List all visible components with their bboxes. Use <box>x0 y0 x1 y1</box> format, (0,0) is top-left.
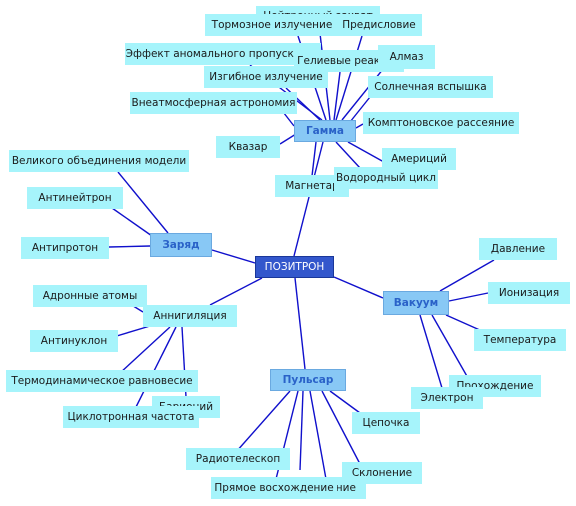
node-extra-atmospheric-astronomy[interactable]: Внеатмосферная астрономия <box>130 92 297 114</box>
edge-gamma-to-quasar <box>279 133 297 145</box>
node-hadronic-atoms[interactable]: Адронные атомы <box>33 285 147 307</box>
node-thermodynamic-equilibrium[interactable]: Термодинамическое равновесие <box>6 370 198 392</box>
edge-pulsar-to-declination <box>321 390 361 465</box>
edge-gamma-to-americium <box>347 141 385 163</box>
node-curvature-radiation[interactable]: Изгибное излучение <box>204 66 328 88</box>
node-pressure[interactable]: Давление <box>479 238 557 260</box>
node-antinucleon[interactable]: Антинуклон <box>30 330 118 352</box>
edge-root-to-pulsar <box>294 277 306 370</box>
edge-root-to-vacuum <box>333 276 384 299</box>
edge-gamma-to-helium <box>333 71 341 121</box>
edge-gamma-to-compton <box>355 123 364 129</box>
node-right-ascension[interactable]: Прямое восхождение <box>211 477 337 499</box>
edge-pulsar-mid-edge <box>299 390 304 471</box>
edge-gamma-to-magnetar <box>311 141 317 177</box>
node-preface[interactable]: Предисловие <box>336 14 422 36</box>
hub-gamma[interactable]: Гамма <box>294 120 356 142</box>
root-node-positron[interactable]: ПОЗИТРОН <box>255 256 334 278</box>
node-compton-scattering[interactable]: Комптоновское рассеяние <box>363 112 519 134</box>
hub-vacuum[interactable]: Вакуум <box>383 291 449 315</box>
edge-charge-to-antiproton <box>108 245 151 248</box>
node-antineutron[interactable]: Антинейтрон <box>27 187 123 209</box>
node-radio-telescope[interactable]: Радиотелескоп <box>186 448 290 470</box>
hub-pulsar[interactable]: Пульсар <box>270 369 346 391</box>
node-quasar[interactable]: Квазар <box>216 136 280 158</box>
node-electron[interactable]: Электрон <box>411 387 483 409</box>
edge-root-to-charge <box>211 249 256 264</box>
node-americium[interactable]: Америций <box>382 148 456 170</box>
edge-vacuum-to-transmission <box>431 314 469 379</box>
edge-gamma-to-hydrogen <box>335 141 361 169</box>
node-solar-flare[interactable]: Солнечная вспышка <box>368 76 493 98</box>
node-anomalous-transmission[interactable]: Эффект аномального пропускания <box>125 43 321 65</box>
edge-vacuum-to-ionization <box>448 292 489 302</box>
node-antiproton[interactable]: Антипротон <box>21 237 109 259</box>
node-chain[interactable]: Цепочка <box>352 412 420 434</box>
edge-vacuum-to-pressure <box>439 259 495 292</box>
node-temperature[interactable]: Температура <box>474 329 566 351</box>
edge-root-to-gamma <box>293 141 324 257</box>
node-bremsstrahlung[interactable]: Тормозное излучение <box>205 14 339 36</box>
node-hydrogen-cycle[interactable]: Водородный цикл <box>334 167 438 189</box>
edge-annih-to-cyclotron <box>135 326 177 408</box>
edge-charge-to-grand-unif <box>117 171 169 234</box>
node-ionization[interactable]: Ионизация <box>488 282 570 304</box>
edge-vacuum-to-temperature <box>445 314 483 332</box>
node-magnetar[interactable]: Магнетар <box>275 175 349 197</box>
node-grand-unification[interactable]: Великого объединения модели <box>9 150 189 172</box>
edge-pulsar-to-chain <box>329 390 361 414</box>
edge-root-to-annihilation <box>209 277 263 306</box>
edge-annih-to-thermo <box>119 326 171 374</box>
node-annihilation[interactable]: Аннигиляция <box>143 305 237 327</box>
node-cyclotron-frequency[interactable]: Циклотронная частота <box>63 406 199 428</box>
edge-pulsar-to-radiotelescope <box>235 390 291 453</box>
node-diamond[interactable]: Алмаз <box>378 45 435 69</box>
edge-vacuum-to-electron <box>419 314 443 389</box>
edge-charge-to-antineutron <box>111 207 153 237</box>
hub-charge[interactable]: Заряд <box>150 233 212 257</box>
edge-pulsar-to-scintillation <box>309 390 327 480</box>
